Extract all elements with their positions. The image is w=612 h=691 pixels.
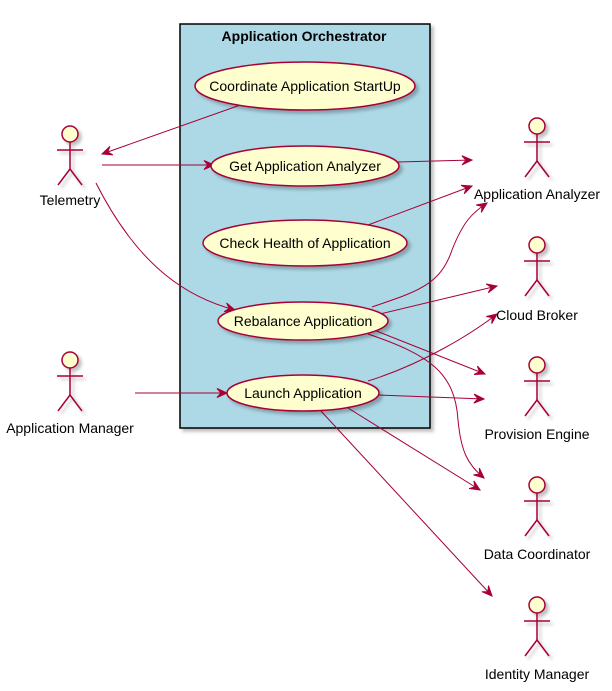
stick-figure-icon — [524, 476, 550, 537]
use-case-check-health[interactable]: Check Health of Application — [202, 219, 408, 267]
relations — [95, 102, 499, 597]
use-case-label: Rebalance Application — [234, 313, 373, 329]
actor-label: Identity Manager — [485, 666, 590, 682]
relation-line — [95, 182, 236, 311]
actor-label: Telemetry — [40, 192, 101, 208]
stick-figure-icon — [524, 356, 550, 417]
use-case-rebalance[interactable]: Rebalance Application — [217, 301, 389, 341]
arrowhead-icon — [461, 155, 474, 166]
relation-line — [347, 407, 481, 491]
stick-figure-icon — [57, 351, 83, 412]
use-case-ellipse[interactable] — [226, 374, 380, 412]
actor-application-analyzer[interactable]: Application Analyzer — [474, 117, 600, 202]
actor-telemetry[interactable]: Telemetry — [40, 125, 101, 208]
arrowhead-icon — [473, 393, 486, 404]
actor-provision-engine[interactable]: Provision Engine — [484, 356, 590, 442]
actor-application-manager[interactable]: Application Manager — [6, 351, 134, 436]
actor-label: Provision Engine — [484, 426, 589, 442]
arrowhead-icon — [486, 313, 498, 324]
arrowhead-icon — [473, 365, 487, 375]
use-case-label: Launch Application — [244, 385, 362, 401]
use-cases: Coordinate Application StartUp Get Appli… — [194, 61, 416, 412]
relation-line — [373, 329, 486, 375]
actor-label: Application Analyzer — [474, 186, 600, 202]
use-case-ellipse[interactable] — [210, 145, 400, 187]
actor-identity-manager[interactable]: Identity Manager — [485, 596, 590, 682]
stick-figure-icon — [524, 596, 550, 657]
relation-line — [367, 313, 498, 382]
use-case-ellipse[interactable] — [217, 301, 389, 341]
relation-line — [101, 102, 247, 155]
arrowhead-icon — [485, 283, 499, 294]
stick-figure-icon — [57, 125, 83, 186]
stick-figure-icon — [524, 236, 550, 297]
arrowhead-icon — [223, 302, 237, 313]
system-boundary-title: Application Orchestrator — [222, 28, 387, 44]
relation-line — [379, 285, 498, 315]
arrowhead-icon — [216, 388, 229, 398]
use-case-label: Check Health of Application — [219, 235, 390, 251]
relation-line — [397, 159, 473, 163]
arrowhead-icon — [100, 146, 114, 156]
arrowhead-icon — [473, 467, 485, 479]
stick-figure-icon — [524, 117, 550, 178]
relation-line — [367, 185, 473, 226]
actor-label: Cloud Broker — [496, 307, 578, 323]
use-case-launch[interactable]: Launch Application — [226, 374, 380, 412]
relation-line — [371, 202, 488, 308]
use-case-ellipse[interactable] — [202, 219, 408, 267]
relation-line — [319, 409, 493, 597]
actor-cloud-broker[interactable]: Cloud Broker — [496, 236, 578, 323]
use-case-get-analyzer[interactable]: Get Application Analyzer — [210, 145, 400, 187]
arrowhead-icon — [476, 202, 489, 213]
arrowhead-icon — [203, 160, 216, 170]
use-case-coordinate-startup[interactable]: Coordinate Application StartUp — [194, 61, 416, 111]
use-case-ellipse[interactable] — [194, 61, 416, 111]
arrowhead-icon — [481, 585, 493, 597]
actor-data-coordinator[interactable]: Data Coordinator — [484, 476, 591, 562]
arrowhead-icon — [460, 184, 474, 195]
actor-label: Application Manager — [6, 420, 134, 436]
use-case-label: Coordinate Application StartUp — [209, 78, 401, 94]
relation-line — [378, 394, 485, 400]
actor-label: Data Coordinator — [484, 546, 591, 562]
use-case-label: Get Application Analyzer — [229, 158, 381, 174]
actors: Telemetry Application Manager Applicatio… — [6, 117, 600, 682]
arrowhead-icon — [468, 480, 482, 491]
relation-line — [367, 333, 485, 479]
